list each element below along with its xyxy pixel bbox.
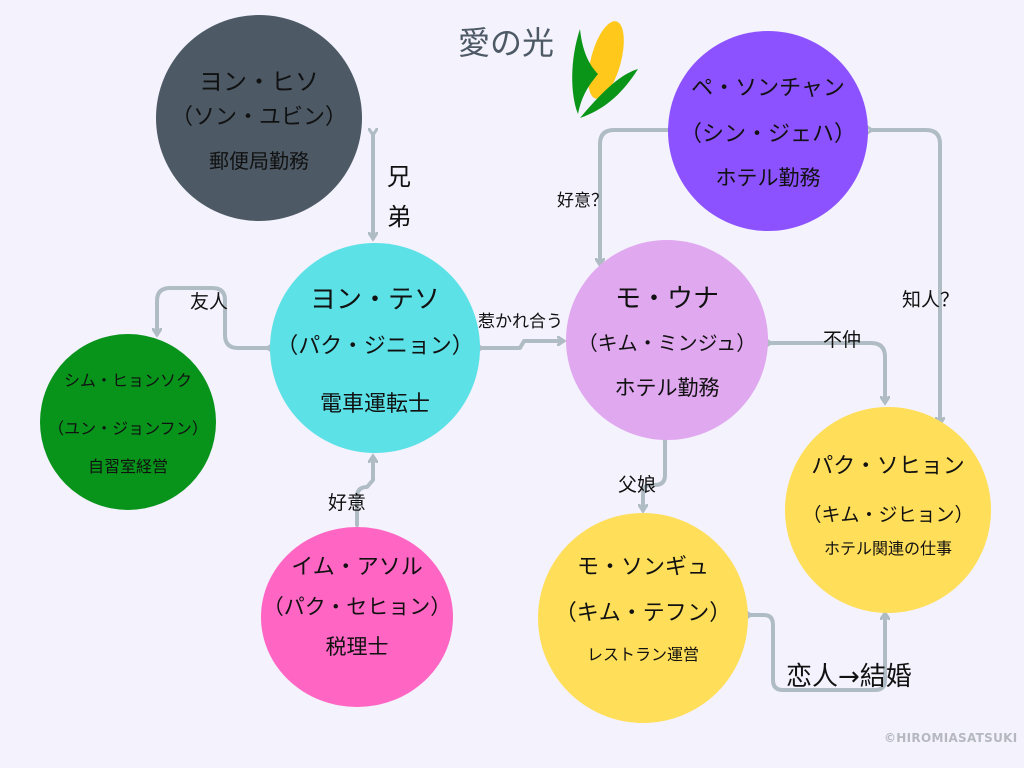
friend-connector [157,286,268,348]
bad-terms-connector [770,343,885,402]
character-actor: （キム・テフン） [554,601,732,626]
character-job: 税理士 [325,635,389,659]
character-name: ヨン・テソ [309,284,440,315]
relation-brothers-2: 弟 [387,203,411,231]
relation-lovers-marriage: 恋人→結婚 [786,662,912,692]
node-pe-sonchan: ペ・ソンチャン （シン・ジェハ） ホテル勤務 [668,31,868,231]
relation-friend: 友人 [190,291,229,313]
relation-attracted: 惹かれ合う [478,312,563,332]
node-mo-una: モ・ウナ （キム・ミンジュ） ホテル勤務 [566,240,768,440]
character-name: イム・アソル [291,555,423,580]
character-name: パク・ソヒョン [811,453,965,479]
character-actor: （パク・セヒョン） [262,595,452,619]
character-actor: （パク・ジニョン） [276,333,474,359]
node-yon-hiso: ヨン・ヒソ （ソン・ユビン） 郵便局勤務 [156,15,362,221]
relation-goodwill: 好意 [328,492,367,514]
character-job: レストラン運営 [586,645,699,664]
relation-acquaint-q: 知人？ [902,289,960,311]
character-job: 郵便局勤務 [209,149,309,173]
copyright-text: ©HIROMIASATSUKI [884,731,1018,745]
acquaint-q-connector [871,130,940,423]
character-name: ペ・ソンチャン [691,76,845,101]
goodwill-q-connector [600,128,670,264]
goodwill-connector [355,457,373,527]
diagram-title: 愛の光 [458,24,555,62]
character-job: ホテル勤務 [614,376,720,400]
character-actor: （ソン・ユビン） [170,105,347,130]
character-actor: （シン・ジェハ） [679,122,856,147]
father-daughter-connector [643,440,665,510]
character-name: ヨン・ヒソ [199,68,319,96]
relation-goodwill-q: 好意？ [557,191,608,211]
character-name: モ・ソンギュ [576,555,709,580]
character-name: シム・ヒョンソク [63,371,192,390]
node-im-asol: イム・アソル （パク・セヒョン） 税理士 [261,527,453,707]
corn-icon [572,21,638,118]
character-name: モ・ウナ [614,284,719,314]
node-shim-hyonsok: シム・ヒョンソク （ユン・ジョンフン） 自習室経営 [40,334,216,510]
node-park-sohyon: パク・ソヒョン （キム・ジヒョン） ホテル関連の仕事 [785,407,991,613]
character-actor: （キム・ジヒョン） [802,503,974,526]
node-mo-songyu: モ・ソンギュ （キム・テフン） レストラン運営 [538,513,748,723]
relation-father-daughter: 父娘 [618,474,657,496]
character-actor: （ユン・ジョンフン） [48,419,208,438]
character-job: 自習室経営 [87,457,168,476]
lovers-connector [750,614,885,692]
character-job: ホテル勤務 [715,166,821,190]
character-job: ホテル関連の仕事 [823,538,952,558]
relation-bad-terms: 不仲 [823,329,862,351]
attracted-connector [481,341,563,348]
character-actor: （キム・ミンジュ） [577,331,757,355]
relation-brothers-1: 兄 [387,163,411,191]
node-yon-teso: ヨン・テソ （パク・ジニョン） 電車運転士 [270,243,480,453]
character-job: 電車運転士 [319,391,430,417]
